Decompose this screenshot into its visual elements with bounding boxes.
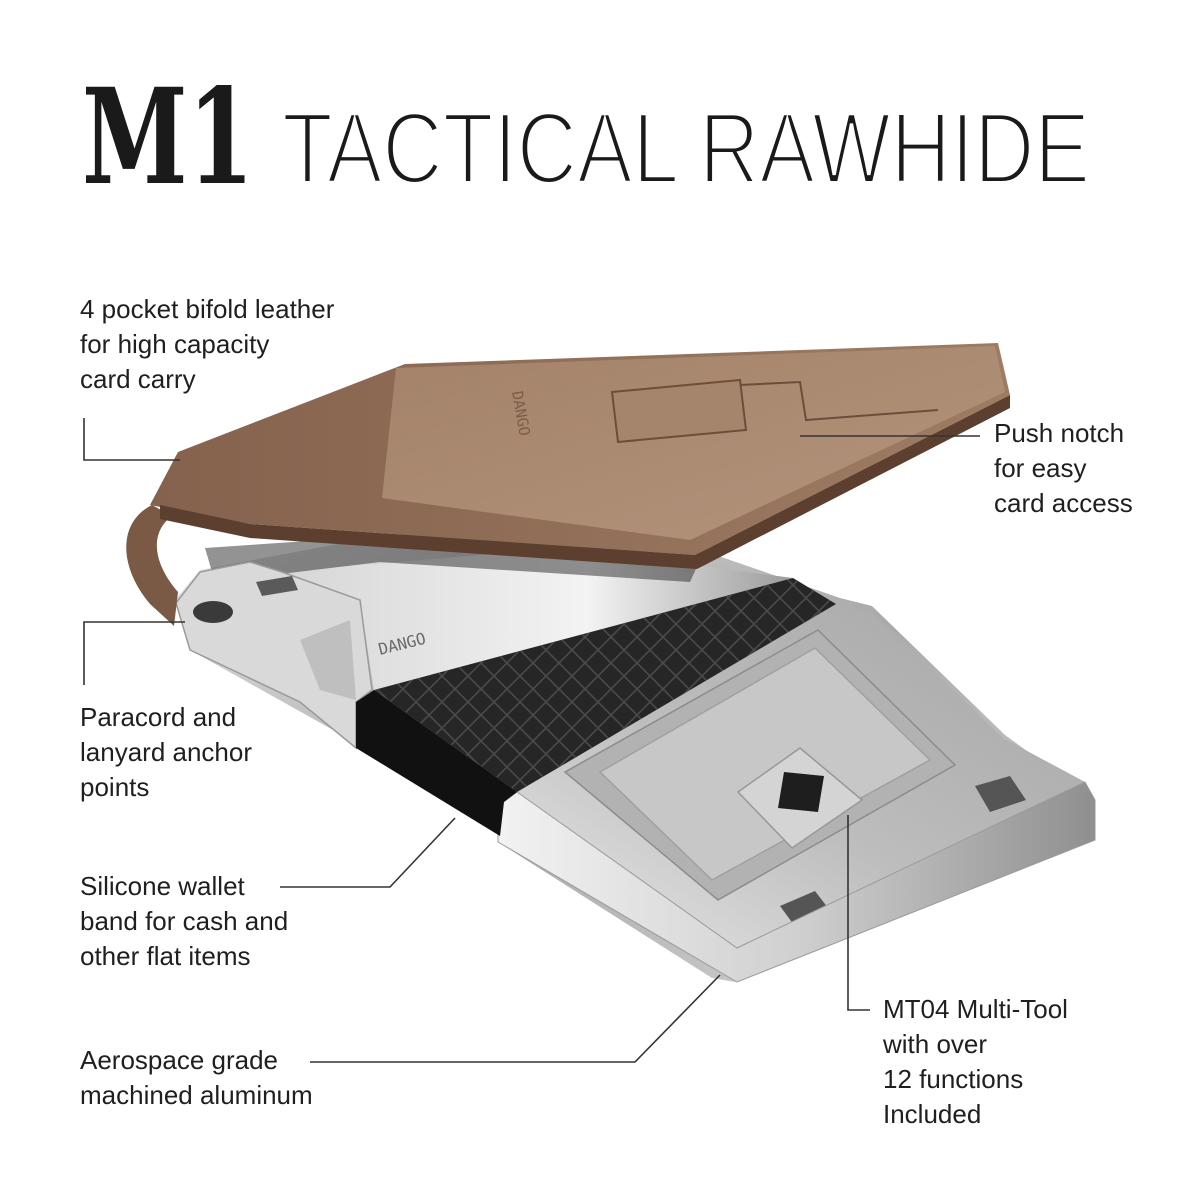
- callout-line: Included: [883, 1099, 982, 1129]
- leader-line-band: [280, 817, 456, 888]
- aluminum-front-face: [497, 781, 1096, 983]
- callout-aluminum: Aerospace grade machined aluminum: [80, 1043, 313, 1113]
- leader-line-aluminum: [310, 974, 721, 1063]
- callout-line: Push notch: [994, 418, 1125, 448]
- callout-line: for high capacity: [80, 329, 270, 359]
- callout-line: machined aluminum: [80, 1080, 313, 1110]
- metal-card: [280, 548, 793, 690]
- multitool-square-hole: [778, 772, 824, 812]
- anchor-notch-right: [975, 776, 1026, 812]
- callout-line: card access: [994, 488, 1133, 518]
- callout-line: Paracord and: [80, 702, 237, 732]
- callout-line: for easy: [994, 453, 1087, 483]
- tool-bevel: [300, 620, 356, 700]
- callout-line: points: [80, 772, 150, 802]
- callout-line: lanyard anchor: [80, 737, 252, 767]
- callout-line: Silicone wallet: [80, 871, 245, 901]
- silicone-band-front: [356, 690, 517, 836]
- callout-line: other flat items: [80, 941, 251, 971]
- title-name: TACTICAL RAWHIDE: [282, 93, 1090, 205]
- callout-push-notch: Push notch for easy card access: [994, 416, 1133, 521]
- leather-bifold-flap: [382, 346, 1005, 540]
- callout-silicone-band: Silicone wallet band for cash and other …: [80, 869, 288, 974]
- callout-paracord: Paracord and lanyard anchor points: [80, 700, 252, 805]
- callout-multitool: MT04 Multi-Tool with over 12 functions I…: [883, 992, 1068, 1132]
- callout-line: MT04 Multi-Tool: [883, 994, 1068, 1024]
- leather-curl: [126, 505, 178, 626]
- multitool: [598, 647, 932, 881]
- title-model: M1: [82, 60, 254, 215]
- callout-line: band for cash and: [80, 906, 289, 936]
- lanyard-hole: [193, 601, 233, 623]
- leather-edge: [160, 395, 1010, 569]
- callout-line: Aerospace grade: [80, 1045, 279, 1075]
- callout-leather: 4 pocket bifold leather for high capacit…: [80, 292, 334, 397]
- leader-line-paracord: [83, 621, 185, 685]
- leader-lines: [83, 418, 980, 1063]
- callout-line: card carry: [80, 364, 196, 394]
- leader-line-leather: [83, 418, 180, 461]
- push-notch-cut: [739, 380, 939, 422]
- callout-line: 12 functions: [883, 1064, 1024, 1094]
- leader-line-multitool: [847, 815, 870, 1011]
- callout-line: 4 pocket bifold leather: [80, 294, 335, 324]
- push-notch-tab: [610, 378, 748, 444]
- paracord-slot: [256, 576, 298, 596]
- callout-line: with over: [883, 1029, 988, 1059]
